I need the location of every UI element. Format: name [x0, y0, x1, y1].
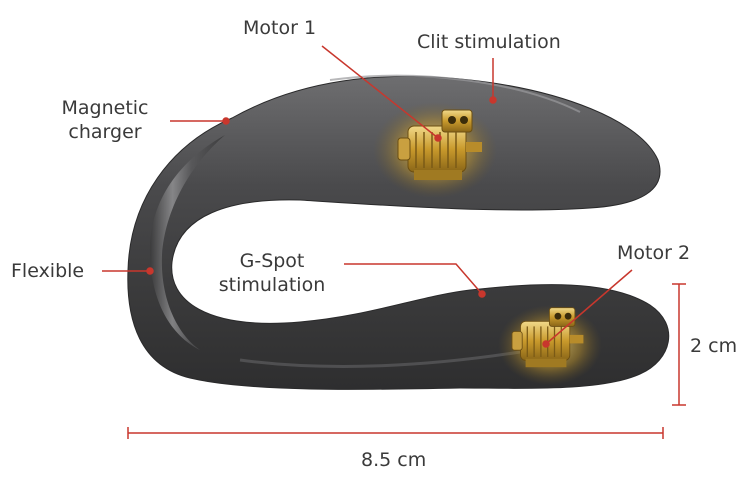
flexible-dot: [146, 267, 154, 275]
label-magnetic-charger: Magnetic charger: [50, 96, 160, 144]
motor1-icon: [397, 109, 482, 180]
label-magnetic-line1: Magnetic: [61, 97, 149, 119]
label-gspot-line1: G-Spot: [239, 250, 305, 272]
magnetic-dot: [222, 117, 230, 125]
label-motor2: Motor 2: [617, 242, 691, 264]
lower-sheen: [239, 350, 521, 368]
motor2-leader: [545, 269, 633, 345]
motor1-dot: [434, 134, 442, 142]
label-gspot-line2: stimulation: [218, 274, 326, 296]
gspot-dot: [478, 290, 486, 298]
clit-dot: [489, 96, 497, 104]
leader-lines: [102, 45, 686, 439]
label-magnetic-line2: charger: [68, 121, 142, 143]
motor1-leader: [321, 45, 439, 139]
bend-highlight: [150, 135, 225, 350]
label-motor1: Motor 1: [243, 17, 317, 39]
label-flexible: Flexible: [11, 260, 85, 282]
label-clit-stimulation: Clit stimulation: [417, 31, 561, 53]
gspot-leader: [344, 263, 483, 295]
motor2-dot: [542, 340, 550, 348]
label-height-2cm: 2 cm: [690, 335, 738, 357]
top-ridge: [329, 74, 581, 113]
label-gspot-stimulation: G-Spot stimulation: [210, 249, 334, 297]
label-width-8-5cm: 8.5 cm: [361, 449, 427, 471]
